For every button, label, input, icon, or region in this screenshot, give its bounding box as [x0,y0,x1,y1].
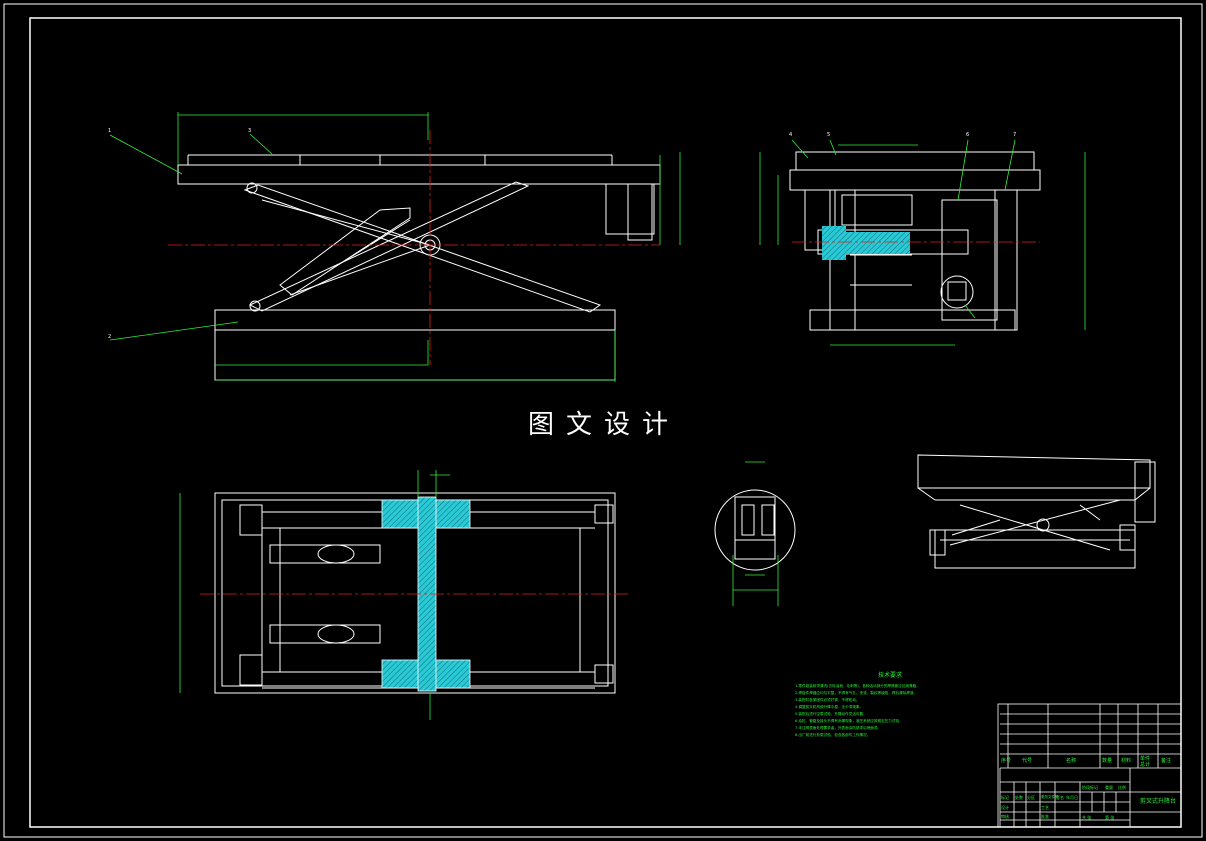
technical-requirements-list: 1.零件组装前须清洗(去除油垢、毛刺等)，各种活动部分的摩擦面应加润滑脂。 2.… [795,683,985,739]
tb-header-qty: 数量 [1102,758,1113,764]
tb-label-sheets: 共 张 [1082,815,1092,820]
top-platform [177,164,661,185]
tech-requirement-line: 7.未注明表面处理要求者，外表面涂防锈漆后喷面漆。 [795,726,882,730]
tb-label-approve: 批准 [1041,814,1049,819]
watermark-text: 图文设计 [528,410,681,440]
scissor-arm-b [248,181,530,312]
tb-label-stage: 阶段标记 [1082,785,1098,790]
tb-label-count: 处数 [1015,795,1023,800]
tb-header-total: 总计 [1140,762,1151,768]
tb-label-process: 工艺 [1041,805,1049,810]
tb-header-unit: 单件 [1140,756,1151,762]
tech-requirement-line: 8.出厂前进行负载试验，检查各部件工作情况。 [795,733,871,737]
side-view [789,151,1041,331]
inner-drawing-border [29,17,1182,828]
tb-label-design: 设计 [1001,805,1009,810]
base-frame [214,309,616,331]
cylinder-end-bottom [317,624,355,644]
detail-view-dimensions [732,461,779,606]
part-number-1: 1 [108,128,112,134]
tb-header-index: 序号 [1001,758,1012,764]
part-number-3: 3 [248,128,252,134]
part-number-5: 5 [827,132,831,138]
tech-requirement-line: 5.装配后进行空载试验，升降动作灵活可靠。 [795,712,867,716]
part-number-7: 7 [1013,132,1017,138]
top-view-dimensions [179,470,450,720]
tech-requirement-line: 3.装配时各紧固件必须拧紧，不得松动。 [795,698,860,702]
tb-header-name: 名称 [1066,758,1077,764]
isometric-view [917,454,1156,569]
technical-requirements-title: 技术要求 [878,672,903,679]
scissor-arm-a [243,184,602,313]
tb-header-code: 代号 [1022,758,1033,764]
tb-drawing-name: 剪叉式升降台 [1140,798,1177,805]
tb-label-zone: 分区 [1027,795,1035,800]
tb-header-material: 材料 [1121,758,1132,764]
detail-view [714,489,796,571]
tb-header-remark: 备注 [1161,758,1172,764]
detail-circle-b [940,275,974,309]
tb-label-weight: 重量 [1105,785,1113,790]
tech-requirement-line: 4.调整剪叉机构使升降平稳，无卡滞现象。 [795,705,864,709]
side-view-dimensions [759,139,1086,346]
tech-requirement-line: 2.焊接件焊缝应均匀平整，不得有气孔、夹渣、裂纹等缺陷，焊后清除焊渣。 [795,691,918,695]
part-number-4: 4 [789,132,793,138]
tb-label-scale: 比例 [1118,785,1126,790]
outer-sheet-border [3,3,1203,838]
part-number-6: 6 [966,132,970,138]
title-block [997,703,1182,828]
tb-label-sheet: 第 张 [1105,815,1115,820]
front-view [177,154,661,381]
tech-requirement-line: 1.零件组装前须清洗(去除油垢、毛刺等)，各种活动部分的摩擦面应加润滑脂。 [795,684,920,688]
tech-requirement-line: 6.油缸、管路及接头不得有渗漏现象，液压系统应按规定压力试验。 [795,719,903,723]
tb-label-mark: 标记 [1001,795,1009,800]
tb-label-date: 年月日 [1066,795,1078,800]
part-number-2: 2 [108,334,112,340]
tb-label-sign: 签名 [1056,795,1064,800]
tb-label-review: 审核 [1001,814,1009,819]
tb-label-change: 更改文件号 [1041,795,1059,799]
front-view-centerlines [168,130,660,365]
cylinder-end-top [317,544,355,564]
front-view-dimensions [109,112,681,382]
